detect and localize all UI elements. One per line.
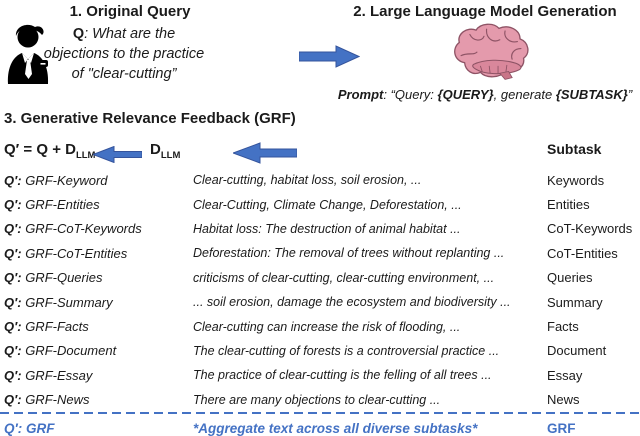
subtask-label: News — [547, 392, 580, 408]
expanded-query-label: Q′: GRF-Document — [4, 343, 117, 359]
generated-text: Habitat loss: The destruction of animal … — [193, 221, 461, 236]
expanded-query-label: Q′: GRF-CoT-Entities — [4, 245, 128, 261]
aggregate-note: *Aggregate text across all diverse subta… — [193, 420, 478, 436]
expanded-query-label: Q′: GRF-News — [4, 392, 90, 408]
arrow-right-icon — [298, 45, 361, 73]
table-row: Q′: GRF-CoT-Entities Deforestation: The … — [4, 241, 640, 265]
subtask-label: Essay — [547, 367, 583, 383]
generated-text: Deforestation: The removal of trees with… — [193, 246, 505, 261]
subtask-column-header: Subtask — [547, 141, 602, 157]
subtask-label: Keywords — [547, 172, 605, 188]
brain-icon — [447, 22, 535, 89]
generated-text: The practice of clear-cutting is the fel… — [193, 368, 492, 383]
expanded-query-label: Q′: GRF — [4, 420, 55, 436]
subtask-label: GRF — [547, 420, 576, 436]
subtask-label: Queries — [547, 270, 593, 286]
expanded-query-label: Q′: GRF-Entities — [4, 197, 100, 213]
generated-text: criticisms of clear-cutting, clear-cutti… — [193, 270, 495, 285]
section1-title: 1. Original Query — [69, 3, 191, 20]
generated-text: The clear-cutting of forests is a contro… — [193, 343, 500, 358]
expanded-query-equation: Q′ = Q + DLLM — [4, 141, 96, 161]
generated-text: There are many objections to clear-cutti… — [193, 392, 441, 407]
grf-aggregate-row: Q′: GRF *Aggregate text across all diver… — [4, 416, 640, 436]
table-row: Q′: GRF-Facts Clear-cutting can increase… — [4, 314, 640, 338]
query-q-label: Q — [72, 26, 85, 42]
subtask-label: Facts — [547, 319, 579, 335]
generated-text: Clear-cutting, habitat loss, soil erosio… — [193, 173, 422, 188]
dllm-label: DLLM — [150, 141, 181, 161]
arrow-left-icon — [91, 145, 143, 168]
expanded-query-label: Q′: GRF-CoT-Keywords — [4, 221, 142, 237]
subtask-label: Document — [547, 343, 607, 359]
table-row: Q′: GRF-CoT-Keywords Habitat loss: The d… — [4, 217, 640, 241]
business-person-icon — [2, 22, 52, 91]
generated-text: Clear-Cutting, Climate Change, Deforesta… — [193, 197, 462, 212]
table-row: Q′: GRF-News There are many objections t… — [4, 388, 640, 412]
table-row: Q′: GRF-Summary ... soil erosion, damage… — [4, 290, 640, 314]
section2-title: 2. Large Language Model Generation — [353, 3, 617, 20]
original-query-text: Q: What are the objections to the practi… — [43, 26, 205, 82]
llm-prompt-text: Prompt: “Query: {QUERY}, generate {SUBTA… — [337, 87, 633, 102]
expanded-query-label: Q′: GRF-Keyword — [4, 172, 108, 188]
dashed-divider — [0, 412, 640, 414]
subtask-label: CoT-Entities — [547, 245, 618, 261]
table-row: Q′: GRF-Entities Clear-Cutting, Climate … — [4, 192, 640, 216]
table-row: Q′: GRF-Queries criticisms of clear-cutt… — [4, 266, 640, 290]
generated-text: ... soil erosion, damage the ecosystem a… — [193, 295, 511, 310]
table-row: Q′: GRF-Essay The practice of clear-cutt… — [4, 363, 640, 387]
expanded-query-label: Q′: GRF-Essay — [4, 367, 93, 383]
expanded-query-label: Q′: GRF-Facts — [4, 319, 89, 335]
grf-table-rows: Q′: GRF-Keyword Clear-cutting, habitat l… — [4, 168, 640, 412]
subtask-label: Entities — [547, 197, 590, 213]
expanded-query-label: Q′: GRF-Summary — [4, 294, 113, 310]
subtask-label: Summary — [547, 294, 603, 310]
generated-text: Clear-cutting can increase the risk of f… — [193, 319, 461, 334]
prompt-label: Prompt — [337, 87, 384, 102]
table-row: Q′: GRF-Document The clear-cutting of fo… — [4, 339, 640, 363]
subtask-label: CoT-Keywords — [547, 221, 633, 237]
arrow-left-icon — [231, 142, 298, 169]
expanded-query-label: Q′: GRF-Queries — [4, 270, 103, 286]
section3-title: 3. Generative Relevance Feedback (GRF) — [4, 110, 296, 127]
table-row: Q′: GRF-Keyword Clear-cutting, habitat l… — [4, 168, 640, 192]
